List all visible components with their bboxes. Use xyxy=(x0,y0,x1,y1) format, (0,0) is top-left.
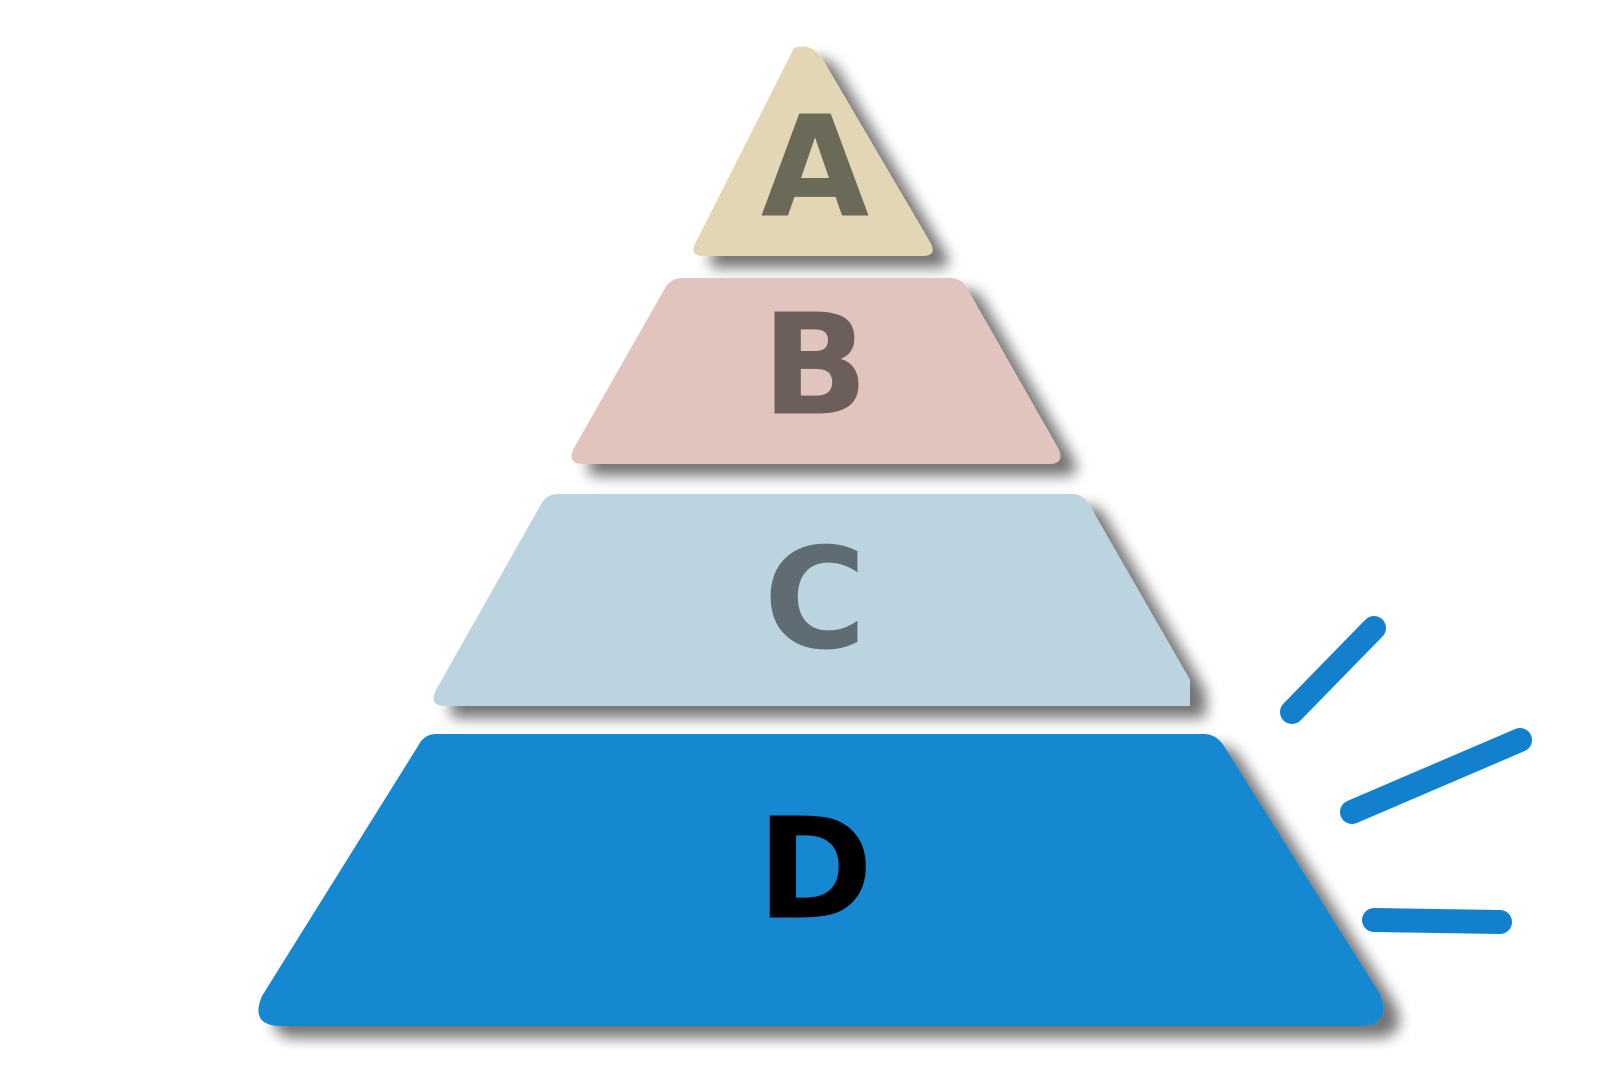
emphasis-line-upper xyxy=(1280,616,1386,724)
tier-c-label: C xyxy=(764,519,867,682)
tier-a: A xyxy=(693,46,933,257)
tier-a-label: A xyxy=(761,87,869,250)
tier-b: B xyxy=(571,278,1061,464)
tier-b-label: B xyxy=(762,285,869,448)
tier-b-shape xyxy=(571,278,1061,464)
tier-d-label: D xyxy=(757,789,873,952)
tier-d-shape xyxy=(258,734,1384,1026)
tier-c: C xyxy=(433,494,1190,706)
emphasis-lines-icon xyxy=(1280,616,1532,934)
emphasis-line-middle xyxy=(1340,728,1532,824)
emphasis-line-lower xyxy=(1362,908,1512,934)
tier-c-shape xyxy=(433,494,1190,706)
tier-a-shape xyxy=(693,46,933,257)
tier-d: D xyxy=(258,734,1384,1026)
